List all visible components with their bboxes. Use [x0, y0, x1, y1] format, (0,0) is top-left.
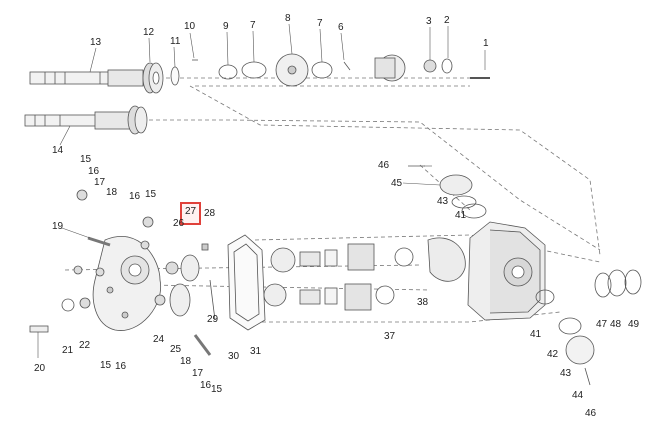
callout-8[interactable]: 8	[285, 13, 291, 24]
callout-15[interactable]: 15	[145, 189, 157, 200]
callout-48[interactable]: 48	[610, 319, 622, 330]
callout-46[interactable]: 46	[378, 160, 390, 171]
callout-2[interactable]: 2	[444, 15, 450, 26]
bearing-12	[142, 62, 164, 94]
callout-6[interactable]: 6	[338, 22, 344, 33]
callout-26[interactable]: 26	[173, 218, 185, 229]
callout-44[interactable]: 44	[572, 390, 584, 401]
callout-18[interactable]: 18	[180, 356, 192, 367]
callout-29[interactable]: 29	[207, 314, 219, 325]
callout-15[interactable]: 15	[211, 384, 223, 395]
callout-41[interactable]: 41	[455, 210, 467, 221]
front-flange	[92, 236, 162, 331]
gasket-30	[227, 234, 266, 331]
callout-16[interactable]: 16	[88, 166, 100, 177]
shaft-14	[24, 105, 148, 135]
callout-17[interactable]: 17	[94, 177, 106, 188]
callout-16[interactable]: 16	[129, 191, 141, 202]
callout-24[interactable]: 24	[153, 334, 165, 345]
highlight-box-27	[180, 202, 201, 225]
callout-7[interactable]: 7	[250, 20, 256, 31]
callout-41[interactable]: 41	[530, 329, 542, 340]
callout-46[interactable]: 46	[585, 408, 597, 419]
callout-9[interactable]: 9	[223, 21, 229, 32]
callout-14[interactable]: 14	[52, 145, 64, 156]
callout-3[interactable]: 3	[426, 16, 432, 27]
callout-27[interactable]: 27	[185, 206, 197, 217]
callout-31[interactable]: 31	[250, 346, 262, 357]
callout-21[interactable]: 21	[62, 345, 74, 356]
callout-28[interactable]: 28	[204, 208, 216, 219]
callout-11[interactable]: 11	[170, 36, 181, 47]
main-housing	[467, 221, 546, 321]
callout-45[interactable]: 45	[391, 178, 403, 189]
callout-12[interactable]: 12	[143, 27, 155, 38]
callout-38[interactable]: 38	[417, 297, 429, 308]
callout-47[interactable]: 47	[596, 319, 608, 330]
housing-top-right	[374, 54, 453, 82]
callout-43[interactable]: 43	[437, 196, 449, 207]
callout-16[interactable]: 16	[115, 361, 127, 372]
callout-18[interactable]: 18	[106, 187, 118, 198]
callout-16[interactable]: 16	[200, 380, 212, 391]
callout-7[interactable]: 7	[317, 18, 323, 29]
callout-42[interactable]: 42	[547, 349, 559, 360]
callout-13[interactable]: 13	[90, 37, 102, 48]
callout-10[interactable]: 10	[184, 21, 196, 32]
callout-22[interactable]: 22	[79, 340, 91, 351]
cover-8	[275, 53, 309, 87]
callout-15[interactable]: 15	[80, 154, 92, 165]
callout-30[interactable]: 30	[228, 351, 240, 362]
callout-25[interactable]: 25	[170, 344, 182, 355]
callout-19[interactable]: 19	[52, 221, 64, 232]
swashplate-38	[427, 237, 466, 282]
callout-1[interactable]: 1	[483, 38, 489, 49]
shaft-13	[29, 69, 146, 87]
callout-17[interactable]: 17	[192, 368, 204, 379]
callout-15[interactable]: 15	[100, 360, 112, 371]
rotating-group	[263, 243, 414, 311]
callout-43[interactable]: 43	[560, 368, 572, 379]
callout-37[interactable]: 37	[384, 331, 396, 342]
callout-20[interactable]: 20	[34, 363, 46, 374]
callout-49[interactable]: 49	[628, 319, 640, 330]
